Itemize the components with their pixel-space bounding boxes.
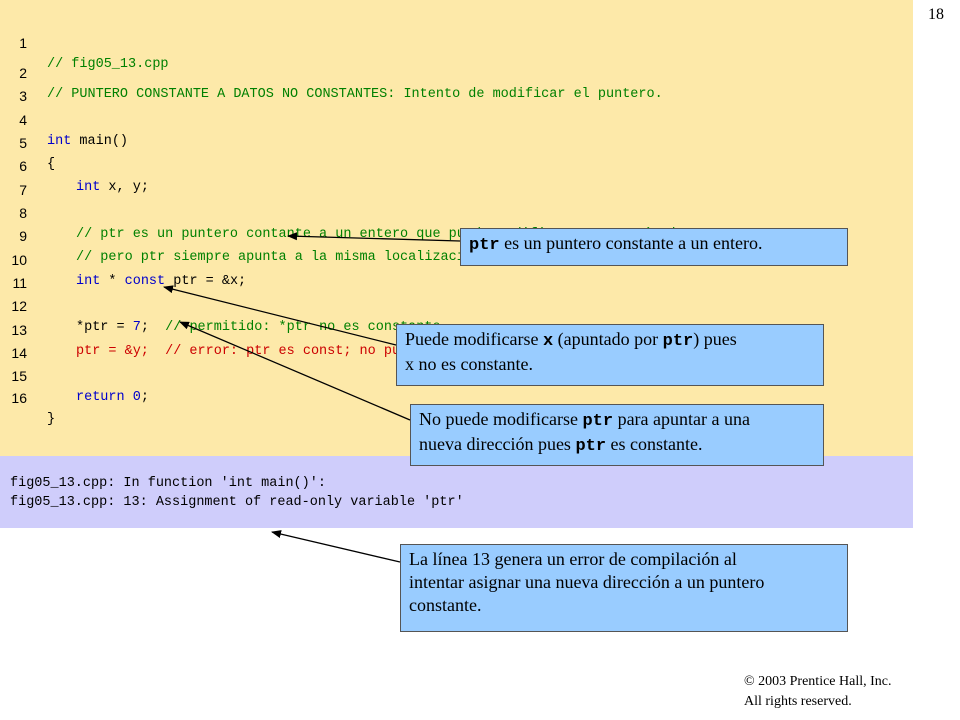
line-number: 11 — [12, 275, 27, 291]
callout-text: intentar asignar una nueva dirección a u… — [409, 572, 765, 592]
line-number: 5 — [19, 135, 27, 151]
code-text: * — [100, 274, 125, 289]
code-line: 4 int main() — [0, 87, 913, 149]
code-line: 15 return 0; — [0, 343, 913, 405]
callout-code: ptr — [469, 236, 500, 255]
callout-text: (apuntado por — [553, 329, 663, 349]
code-line: 8 // ptr es un puntero contante a un ent… — [0, 180, 913, 242]
code-error-statement: ptr = &y; — [76, 344, 166, 359]
arrow-to-output-line — [271, 530, 401, 563]
line-number: 2 — [19, 65, 27, 81]
callout-code: ptr — [575, 437, 607, 456]
code-line: 9 // pero ptr siempre apunta a la misma … — [0, 203, 913, 265]
line-number: 4 — [19, 112, 27, 128]
callout-cannot-modify-ptr: No puede modificarse ptr para apuntar a … — [410, 404, 824, 466]
code-comment: // PUNTERO CONSTANTE A DATOS NO CONSTANT… — [47, 87, 663, 102]
code-line: 1 // fig05_13.cpp — [0, 10, 913, 72]
code-text: ; — [140, 320, 166, 335]
code-text: ptr = &x; — [165, 274, 247, 289]
compiler-output-panel: fig05_13.cpp: In function 'int main()': … — [0, 456, 913, 528]
callout-text: La línea 13 genera un error de compilaci… — [409, 549, 737, 569]
code-line: 12 *ptr = 7; // permitido: *ptr no es co… — [0, 273, 913, 335]
callout-code: ptr — [582, 412, 614, 431]
code-text: *ptr = — [76, 320, 133, 335]
line-number: 13 — [11, 322, 27, 338]
callout-text: x no es constante. — [405, 354, 533, 374]
code-text: } — [47, 412, 56, 427]
code-text: x, y; — [100, 180, 149, 195]
line-number: 8 — [19, 205, 27, 221]
line-number: 3 — [19, 88, 27, 104]
line-number: 16 — [11, 390, 27, 406]
code-line: 16 } — [0, 365, 913, 427]
code-line: 7 — [0, 157, 913, 198]
code-text: main() — [71, 134, 129, 149]
code-text: ; — [140, 390, 149, 405]
copyright-line: All rights reserved. — [744, 694, 852, 709]
callout-code: ptr — [662, 332, 694, 351]
code-number: 0 — [132, 390, 141, 405]
code-line: 10 int * const ptr = &x; — [0, 227, 913, 289]
code-line: 5 { — [0, 110, 913, 172]
code-line: 14 — [0, 320, 913, 361]
callout-text: para apuntar a una — [613, 409, 750, 429]
output-line: fig05_13.cpp: 13: Assignment of read-onl… — [10, 495, 464, 510]
code-line: 13 ptr = &y; // error: ptr es const; no … — [0, 297, 913, 359]
code-text: { — [47, 157, 56, 172]
callout-text: ) pues — [693, 329, 737, 349]
page-number: 18 — [928, 6, 944, 23]
code-number: 7 — [132, 320, 141, 335]
code-keyword: return — [76, 390, 125, 405]
code-comment: // fig05_13.cpp — [47, 57, 169, 72]
callout-code: x — [542, 332, 554, 351]
output-line: fig05_13.cpp: In function 'int main()': — [10, 476, 326, 491]
code-keyword: const — [124, 274, 166, 289]
line-number: 12 — [11, 298, 27, 314]
line-number: 10 — [11, 252, 27, 268]
callout-modify-x: Puede modificarse x (apuntado por ptr) p… — [396, 324, 824, 386]
callout-text: es constante. — [606, 434, 703, 454]
callout-text: Puede modificarse — [405, 329, 543, 349]
line-number: 6 — [19, 158, 27, 174]
line-number: 1 — [19, 35, 27, 51]
code-line: 2 // PUNTERO CONSTANTE A DATOS NO CONSTA… — [0, 40, 913, 102]
code-line: 6 int x, y; — [0, 133, 913, 195]
code-keyword: int — [47, 134, 72, 149]
callout-text: nueva dirección pues — [419, 434, 576, 454]
code-keyword: int — [76, 180, 101, 195]
code-line: 3 — [0, 63, 913, 104]
line-number: 15 — [11, 368, 27, 384]
callout-compile-error: La línea 13 genera un error de compilaci… — [400, 544, 848, 632]
code-line: 11 — [0, 250, 913, 291]
callout-text: es un puntero constante a un entero. — [499, 233, 763, 253]
copyright-notice: © 2003 Prentice Hall, Inc. All rights re… — [744, 672, 892, 712]
copyright-line: © 2003 Prentice Hall, Inc. — [744, 674, 892, 689]
line-number: 7 — [19, 182, 27, 198]
line-number: 9 — [19, 228, 27, 244]
code-keyword: int — [76, 274, 101, 289]
callout-text: No puede modificarse — [419, 409, 583, 429]
callout-text: constante. — [409, 595, 482, 615]
line-number: 14 — [11, 345, 27, 361]
callout-const-pointer: ptr es un puntero constante a un entero. — [460, 228, 848, 266]
code-text — [125, 390, 133, 405]
